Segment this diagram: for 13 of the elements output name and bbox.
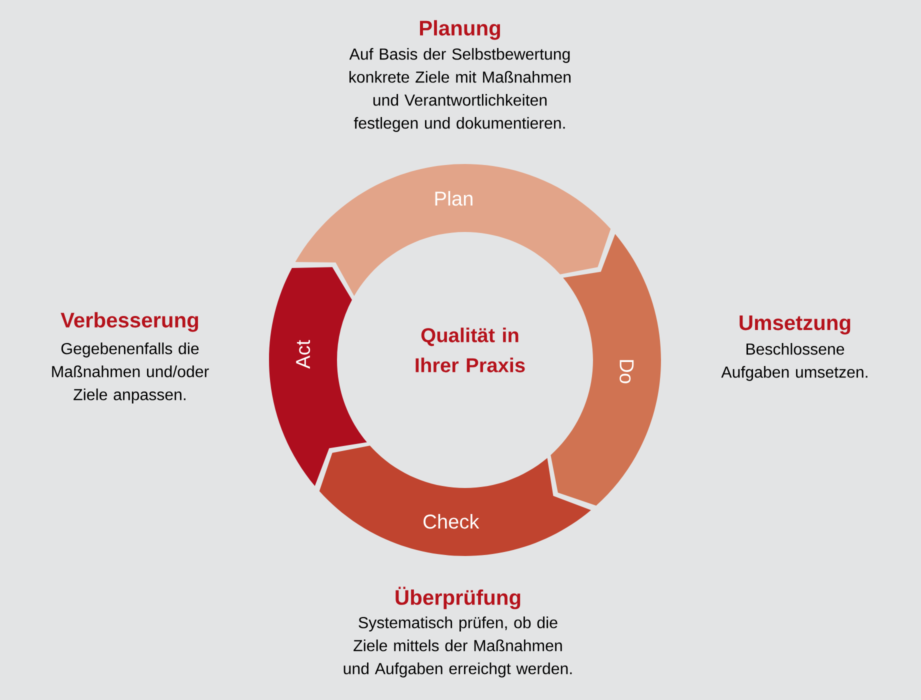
description: Beschlossene Aufgaben umsetzen. <box>721 343 868 381</box>
description: Auf Basis der Selbstbewertung konkrete Ziele mit Maßnahmen und Verantwortlichkeiten festlegen und dokumentieren. <box>349 48 571 132</box>
heading: Umsetzung <box>740 316 850 334</box>
arrow-segment: Do <box>550 234 661 506</box>
heading: Verbesserung <box>60 312 198 332</box>
arrow-segment: Check <box>319 446 591 556</box>
center-title: Qualität in Ihrer Praxis <box>416 328 525 372</box>
heading: Überprüfung <box>396 586 520 610</box>
description: Systematisch prüfen, ob die Ziele mittels der Maßnahmen und Aufgaben erreichgt werden. <box>344 616 572 678</box>
heading: Planung <box>420 20 500 40</box>
description: Gegebenenfalls die Maßnahmen und/oder Ziele anpassen. <box>52 342 209 404</box>
arrow-segment: Act <box>269 267 367 486</box>
arrow-segment: Plan <box>295 164 611 296</box>
